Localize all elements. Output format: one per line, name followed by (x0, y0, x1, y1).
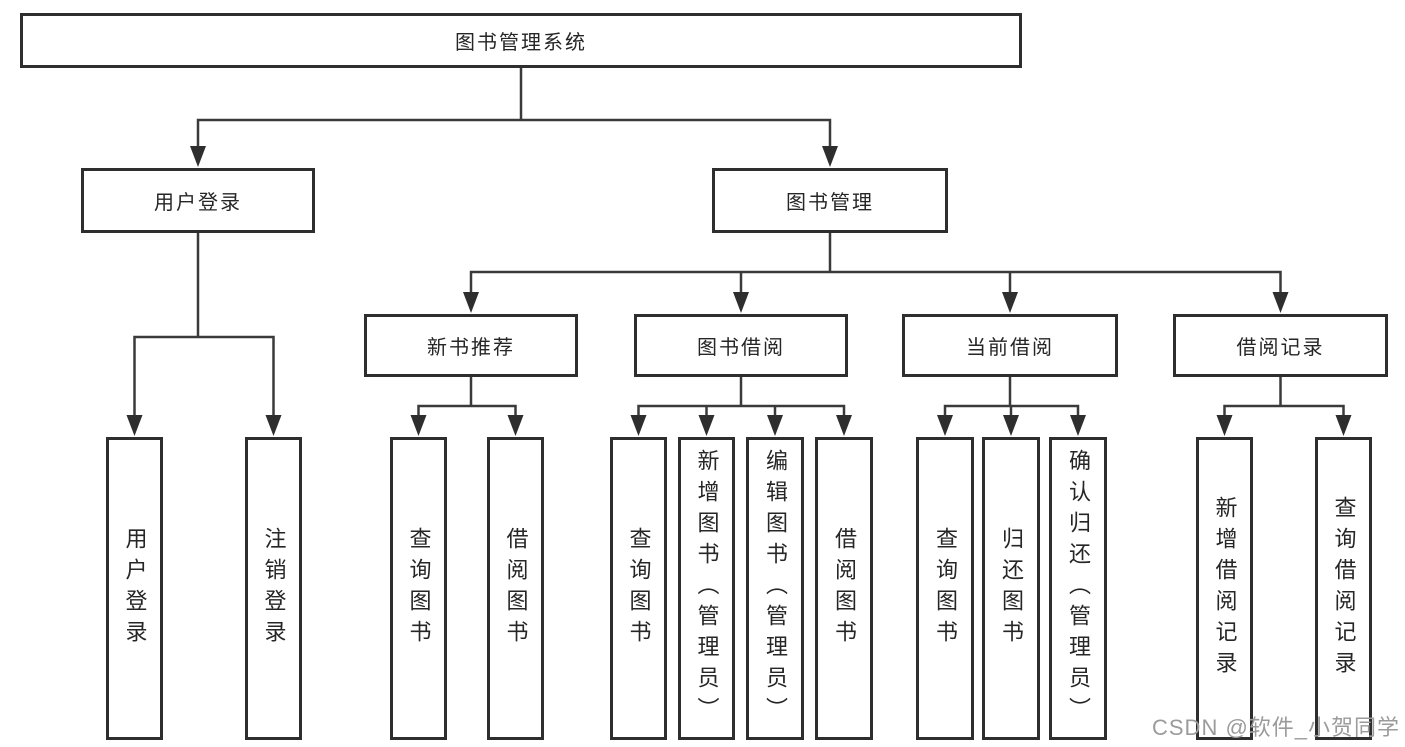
node-book-management: 图书管理 (712, 168, 948, 233)
node-root: 图书管理系统 (20, 13, 1022, 68)
leaf-borrow-books-recommend-label: 借阅图书 (503, 526, 529, 651)
leaf-confirm-return-admin: 确认归还（管理员） (1049, 437, 1107, 740)
leaf-query-books-borrowing: 查询图书 (610, 437, 667, 740)
leaf-return-books-label: 归还图书 (999, 526, 1024, 651)
node-borrowing-records-label: 借阅记录 (1236, 337, 1325, 359)
leaf-return-books: 归还图书 (982, 437, 1040, 740)
leaf-query-books-recommend-label: 查询图书 (406, 526, 432, 651)
leaf-confirm-return-admin-label: 确认归还（管理员） (1066, 449, 1091, 728)
leaf-user-login-label: 用户登录 (122, 526, 148, 651)
leaf-query-books-current-label: 查询图书 (933, 526, 958, 651)
leaf-logout: 注销登录 (245, 437, 302, 740)
connector-edges (133, 66, 1345, 421)
node-new-book-recommendation: 新书推荐 (364, 314, 578, 377)
leaf-edit-books-admin-label: 编辑图书（管理员） (763, 449, 788, 728)
leaf-borrow-books-recommend: 借阅图书 (487, 437, 544, 740)
node-book-borrowing: 图书借阅 (634, 314, 848, 377)
node-new-book-recommendation-label: 新书推荐 (427, 337, 515, 359)
leaf-logout-label: 注销登录 (261, 526, 287, 651)
node-borrowing-records: 借阅记录 (1173, 314, 1388, 377)
node-current-borrowing: 当前借阅 (902, 314, 1118, 377)
leaf-query-books-current: 查询图书 (916, 437, 974, 740)
leaf-add-books-admin: 新增图书（管理员） (678, 437, 735, 740)
leaf-query-borrow-record-label: 查询借阅记录 (1331, 495, 1357, 682)
csdn-watermark: CSDN @软件_小贺同学 (1152, 715, 1401, 740)
leaf-query-books-recommend: 查询图书 (390, 437, 447, 740)
leaf-query-books-borrowing-label: 查询图书 (626, 526, 652, 651)
node-book-management-label: 图书管理 (786, 192, 874, 214)
leaf-add-books-admin-label: 新增图书（管理员） (694, 449, 720, 728)
node-root-label: 图书管理系统 (455, 32, 587, 54)
leaf-add-borrow-record: 新增借阅记录 (1196, 437, 1253, 740)
leaf-query-borrow-record: 查询借阅记录 (1315, 437, 1372, 740)
node-user-login: 用户登录 (81, 168, 315, 233)
leaf-add-borrow-record-label: 新增借阅记录 (1212, 495, 1238, 682)
leaf-edit-books-admin: 编辑图书（管理员） (746, 437, 804, 740)
leaf-borrow-books-label: 借阅图书 (832, 526, 857, 651)
leaf-user-login: 用户登录 (106, 437, 163, 740)
leaf-borrow-books: 借阅图书 (815, 437, 873, 740)
node-user-login-label: 用户登录 (154, 192, 242, 214)
node-current-borrowing-label: 当前借阅 (966, 337, 1054, 359)
node-book-borrowing-label: 图书借阅 (697, 337, 785, 359)
